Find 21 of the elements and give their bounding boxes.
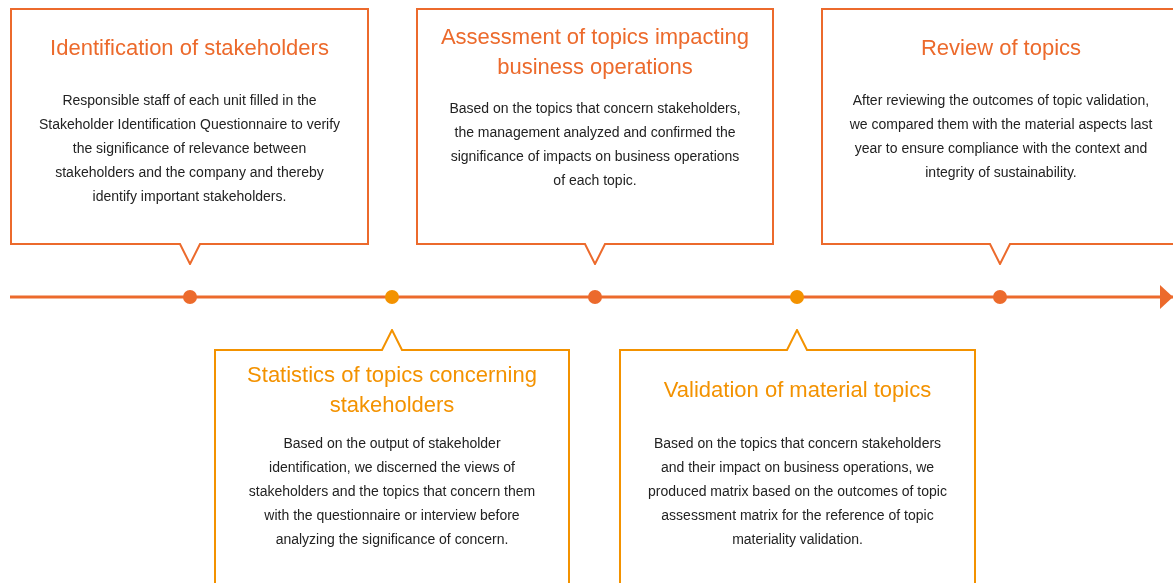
callout-title: Validation of material topics [663, 376, 932, 404]
callout-box [10, 8, 369, 265]
callout-title: Review of topics [920, 34, 1082, 62]
timeline-line [196, 295, 386, 299]
timeline-line [1006, 285, 1173, 309]
callout-description: Based on the topics that concern stakeholders and their impact on business operations, we produced matrix based on the outcomes of topic assessment matrix for the reference of topic materiality validation. [647, 434, 948, 549]
callout-title: Identification of stakeholders [50, 34, 329, 62]
callout-title: Assessment of topics impacting business operations [439, 23, 751, 81]
callout-box [214, 329, 570, 583]
callout-box [821, 8, 1173, 265]
callout-description: Based on the topics that concern stakeholders, the management analyzed and confirmed the significance of impacts on business operations of each topic. [448, 99, 742, 190]
callout-description: After reviewing the outcomes of topic validation, we compared them with the material aspects last year to ensure compliance with the context and integrity of sustainability. [848, 91, 1154, 182]
timeline-line [601, 295, 791, 299]
callout-box [416, 8, 774, 265]
callout-title: Statistics of topics concerning stakeholders [246, 361, 538, 419]
callout-box [619, 329, 976, 583]
callout-description: Responsible staff of each unit filled in the Stakeholder Identification Questionnaire to verify the significance of relevance between stakeholders and the company and thereby identify important stakeholders. [37, 91, 342, 206]
callout-description: Based on the output of stakeholder identification, we discerned the views of stakeholders and the topics that concern them with the questionnaire or interview before analyzing the significance of concern. [247, 434, 537, 549]
timeline-line [10, 295, 184, 299]
timeline-line [803, 295, 994, 299]
timeline-line [398, 295, 589, 299]
